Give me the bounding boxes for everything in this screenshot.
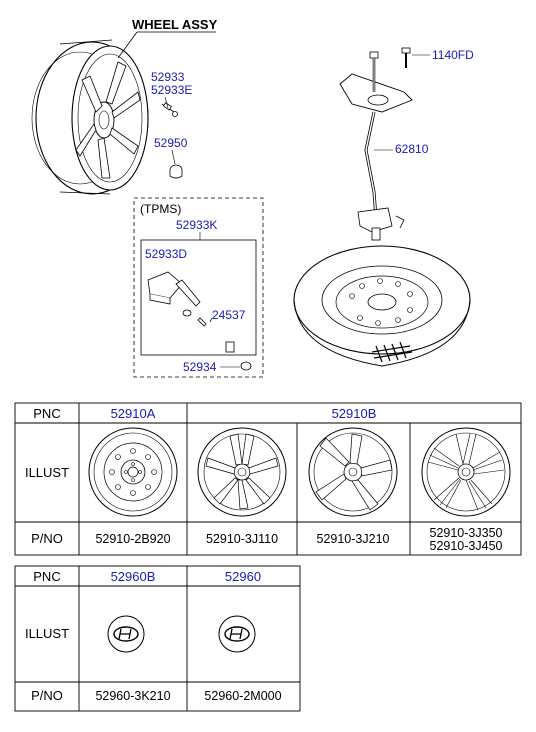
tpms-label: (TPMS) bbox=[140, 202, 181, 216]
cap-table bbox=[14, 565, 301, 712]
wheel-table-pno-label: P/NO bbox=[31, 531, 63, 546]
cap-table-pnc-label: PNC bbox=[33, 569, 60, 584]
hyundai-logo-cap-icon bbox=[218, 615, 256, 653]
callout-52934: 52934 bbox=[183, 360, 217, 374]
part-number-52910-3J350: 52910-3J350 bbox=[430, 526, 503, 540]
pnc-52960: 52960 bbox=[225, 569, 261, 584]
cap-table-illust-label: ILLUST bbox=[25, 626, 69, 641]
tpms-box bbox=[133, 197, 264, 378]
wheel-table bbox=[14, 402, 522, 556]
spare-tire-illustration bbox=[293, 47, 471, 367]
alloy-wheel-5-spoke-icon bbox=[308, 427, 398, 517]
pnc-52960B: 52960B bbox=[111, 569, 156, 584]
hyundai-logo-cap-icon bbox=[107, 615, 145, 653]
callout-1140FD: 1140FD bbox=[432, 48, 474, 62]
cap-table-pno-label: P/NO bbox=[31, 688, 63, 703]
tpms-sensor-illustration bbox=[147, 271, 252, 371]
alloy-wheel-10-spoke-icon bbox=[197, 427, 287, 517]
callout-52933K: 52933K bbox=[176, 218, 217, 232]
wheel-table-illust-label: ILLUST bbox=[25, 465, 69, 480]
pnc-52910B: 52910B bbox=[332, 406, 377, 421]
pnc-52910A: 52910A bbox=[111, 406, 156, 421]
part-number-52910-3J110: 52910-3J110 bbox=[206, 532, 278, 546]
callout-52933D: 52933D bbox=[145, 247, 187, 261]
callout-52933: 52933 bbox=[151, 70, 185, 84]
callout-62810: 62810 bbox=[395, 142, 429, 156]
alloy-wheel-twin-spoke-icon bbox=[421, 427, 511, 517]
wheel-assy-title: WHEEL ASSY bbox=[132, 17, 218, 32]
part-number-52960-2M000: 52960-2M000 bbox=[204, 689, 281, 703]
wheel-assembly-illustration bbox=[31, 39, 183, 195]
part-number-52910-2B920: 52910-2B920 bbox=[95, 532, 170, 546]
wheel-table-pnc-label: PNC bbox=[33, 406, 60, 421]
callout-52950: 52950 bbox=[154, 136, 188, 150]
part-number-52910-3J450: 52910-3J450 bbox=[430, 539, 503, 553]
steel-wheel-icon bbox=[88, 427, 178, 517]
callout-52933E: 52933E bbox=[151, 83, 192, 97]
part-number-52960-3K210: 52960-3K210 bbox=[95, 689, 170, 703]
callout-24537: 24537 bbox=[212, 308, 246, 322]
tpms-inner-box bbox=[140, 239, 257, 356]
part-number-52910-3J210: 52910-3J210 bbox=[317, 532, 390, 546]
